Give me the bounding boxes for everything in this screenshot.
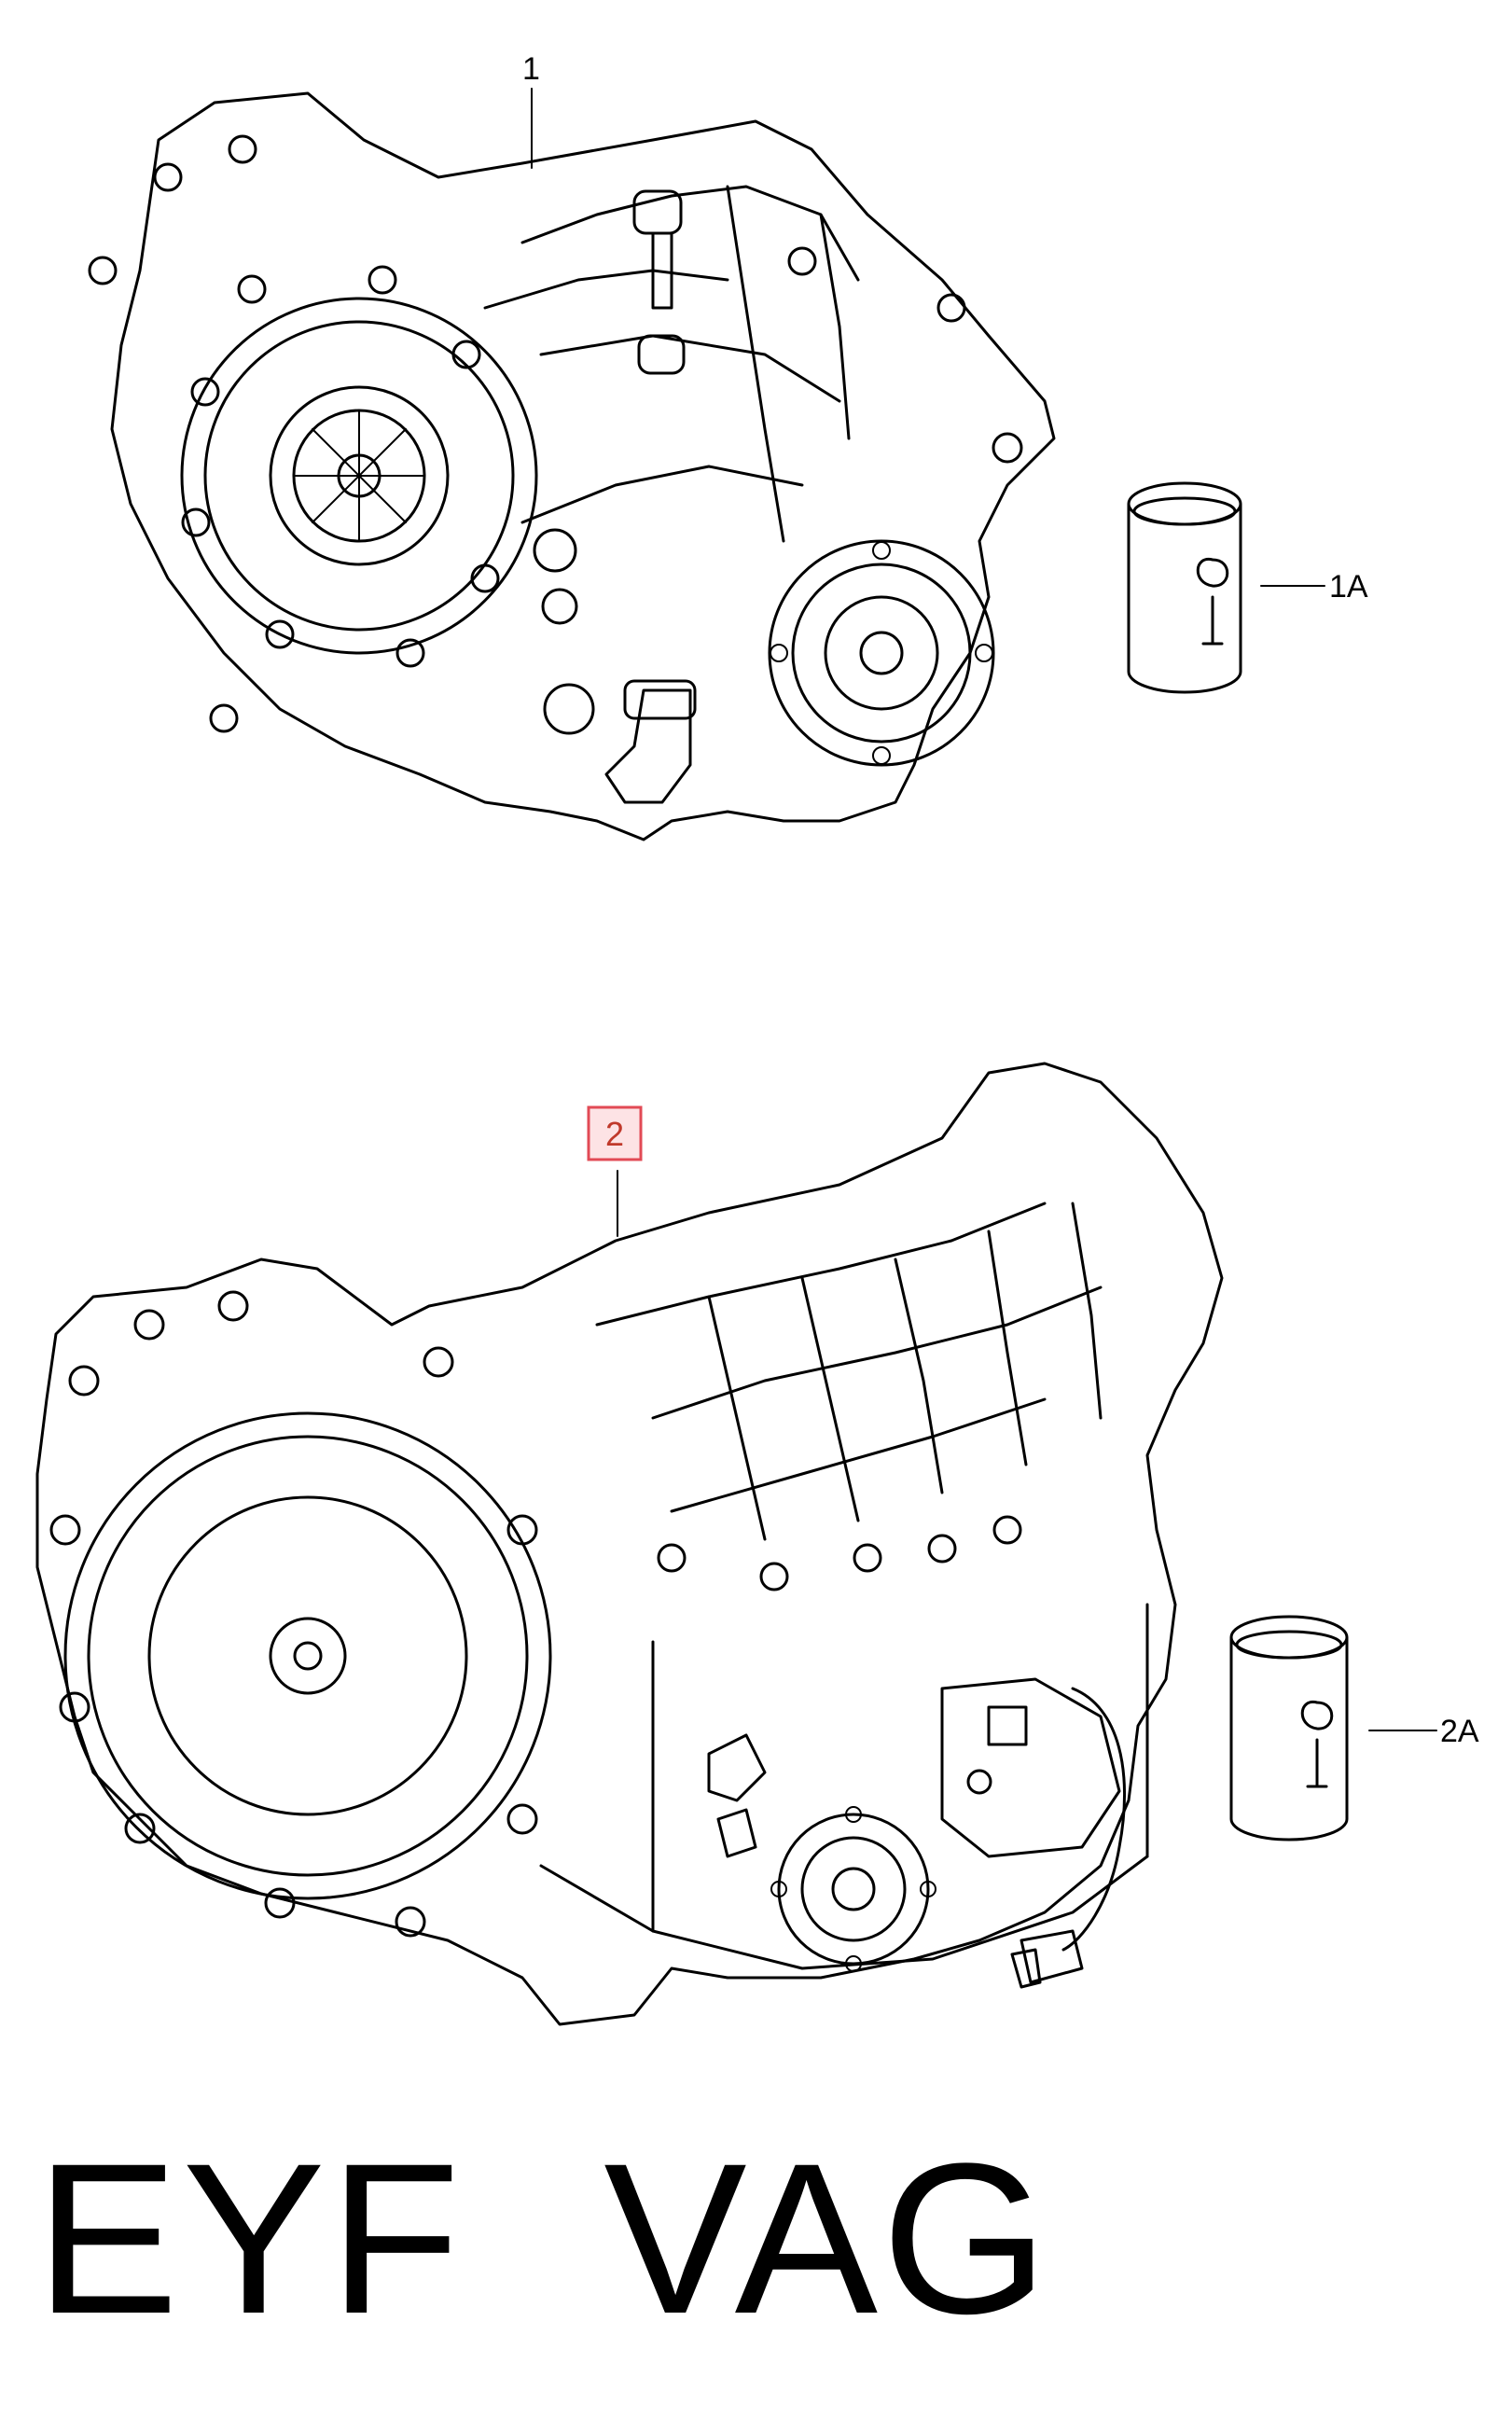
footer-code-left: EYF	[35, 2119, 465, 2358]
oil-can-1a-drawing	[1127, 481, 1242, 694]
footer-code-right: VAG	[603, 2119, 1052, 2358]
callout-part-2: 2	[605, 1115, 624, 1153]
footer-codes: EYF VAG	[35, 2132, 1052, 2346]
callout-part-1: 1	[522, 51, 540, 87]
automatic-gearbox-drawing	[35, 1062, 1224, 2026]
oil-can-2a-drawing	[1229, 1615, 1349, 1841]
callout-part-2a: 2A	[1440, 1714, 1479, 1749]
callout-part-1a: 1A	[1329, 569, 1368, 605]
manual-gearbox-drawing	[88, 91, 1056, 841]
callout-part-2-highlight-box	[587, 1105, 643, 1161]
